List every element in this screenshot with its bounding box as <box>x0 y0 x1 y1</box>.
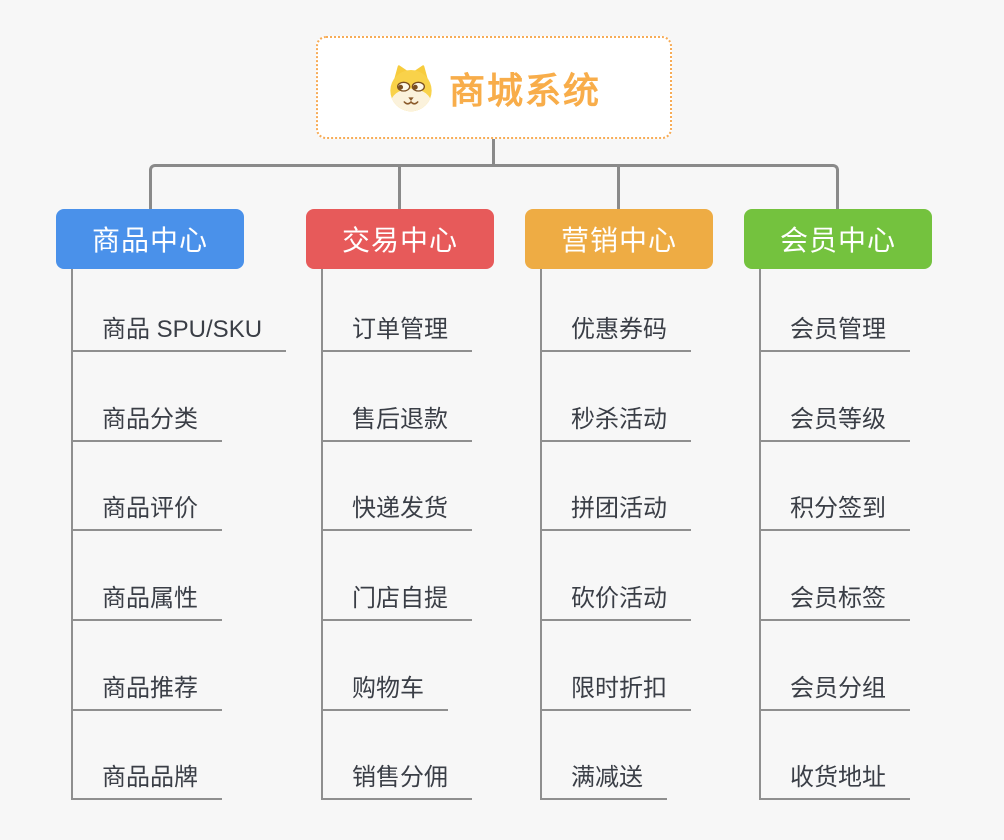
leaf-topic[interactable]: 满减送 <box>541 761 667 800</box>
leaf-topic[interactable]: 拼团活动 <box>541 492 691 531</box>
leaf-topic[interactable]: 门店自提 <box>322 582 472 621</box>
leaf-topic[interactable]: 会员标签 <box>760 582 910 621</box>
leaf-topic[interactable]: 秒杀活动 <box>541 403 691 442</box>
leaf-topic[interactable]: 积分签到 <box>760 492 910 531</box>
leaf-topic[interactable]: 商品属性 <box>72 582 222 621</box>
leaf-topic[interactable]: 售后退款 <box>322 403 472 442</box>
leaf-topic[interactable]: 会员等级 <box>760 403 910 442</box>
connector-root-stub <box>492 139 495 167</box>
leaf-topic[interactable]: 商品 SPU/SKU <box>72 313 287 352</box>
connector-spine-marketing <box>540 269 542 800</box>
branch-node-member-center[interactable]: 会员中心 <box>744 209 932 269</box>
branch-node-trade-center[interactable]: 交易中心 <box>306 209 494 269</box>
leaf-topic[interactable]: 商品推荐 <box>72 672 222 711</box>
connector-drop-marketing <box>617 164 620 209</box>
leaf-topic[interactable]: 会员管理 <box>760 313 910 352</box>
connector-spine-trade <box>321 269 323 800</box>
leaf-topic[interactable]: 收货地址 <box>760 761 910 800</box>
root-title: 商城系统 <box>448 69 601 111</box>
leaf-topic[interactable]: 购物车 <box>322 672 448 711</box>
leaf-topic[interactable]: 快递发货 <box>322 492 472 531</box>
leaf-topic[interactable]: 限时折扣 <box>541 672 691 711</box>
leaf-topic[interactable]: 优惠券码 <box>541 313 691 352</box>
leaf-topic[interactable]: 商品品牌 <box>72 761 222 800</box>
leaf-topic[interactable]: 砍价活动 <box>541 582 691 621</box>
branch-node-marketing-center[interactable]: 营销中心 <box>525 209 713 269</box>
connector-spine-product <box>71 269 73 800</box>
connector-bracket <box>149 164 839 209</box>
connector-drop-trade <box>398 164 401 209</box>
root-node[interactable]: 商城系统 <box>316 36 672 139</box>
leaf-topic[interactable]: 销售分佣 <box>322 761 472 800</box>
leaf-topic[interactable]: 商品分类 <box>72 403 222 442</box>
connector-spine-member <box>759 269 761 800</box>
doge-emoji-icon <box>387 64 435 112</box>
leaf-topic[interactable]: 商品评价 <box>72 492 222 531</box>
leaf-topic[interactable]: 会员分组 <box>760 672 910 711</box>
branch-node-product-center[interactable]: 商品中心 <box>56 209 244 269</box>
leaf-topic[interactable]: 订单管理 <box>322 313 472 352</box>
